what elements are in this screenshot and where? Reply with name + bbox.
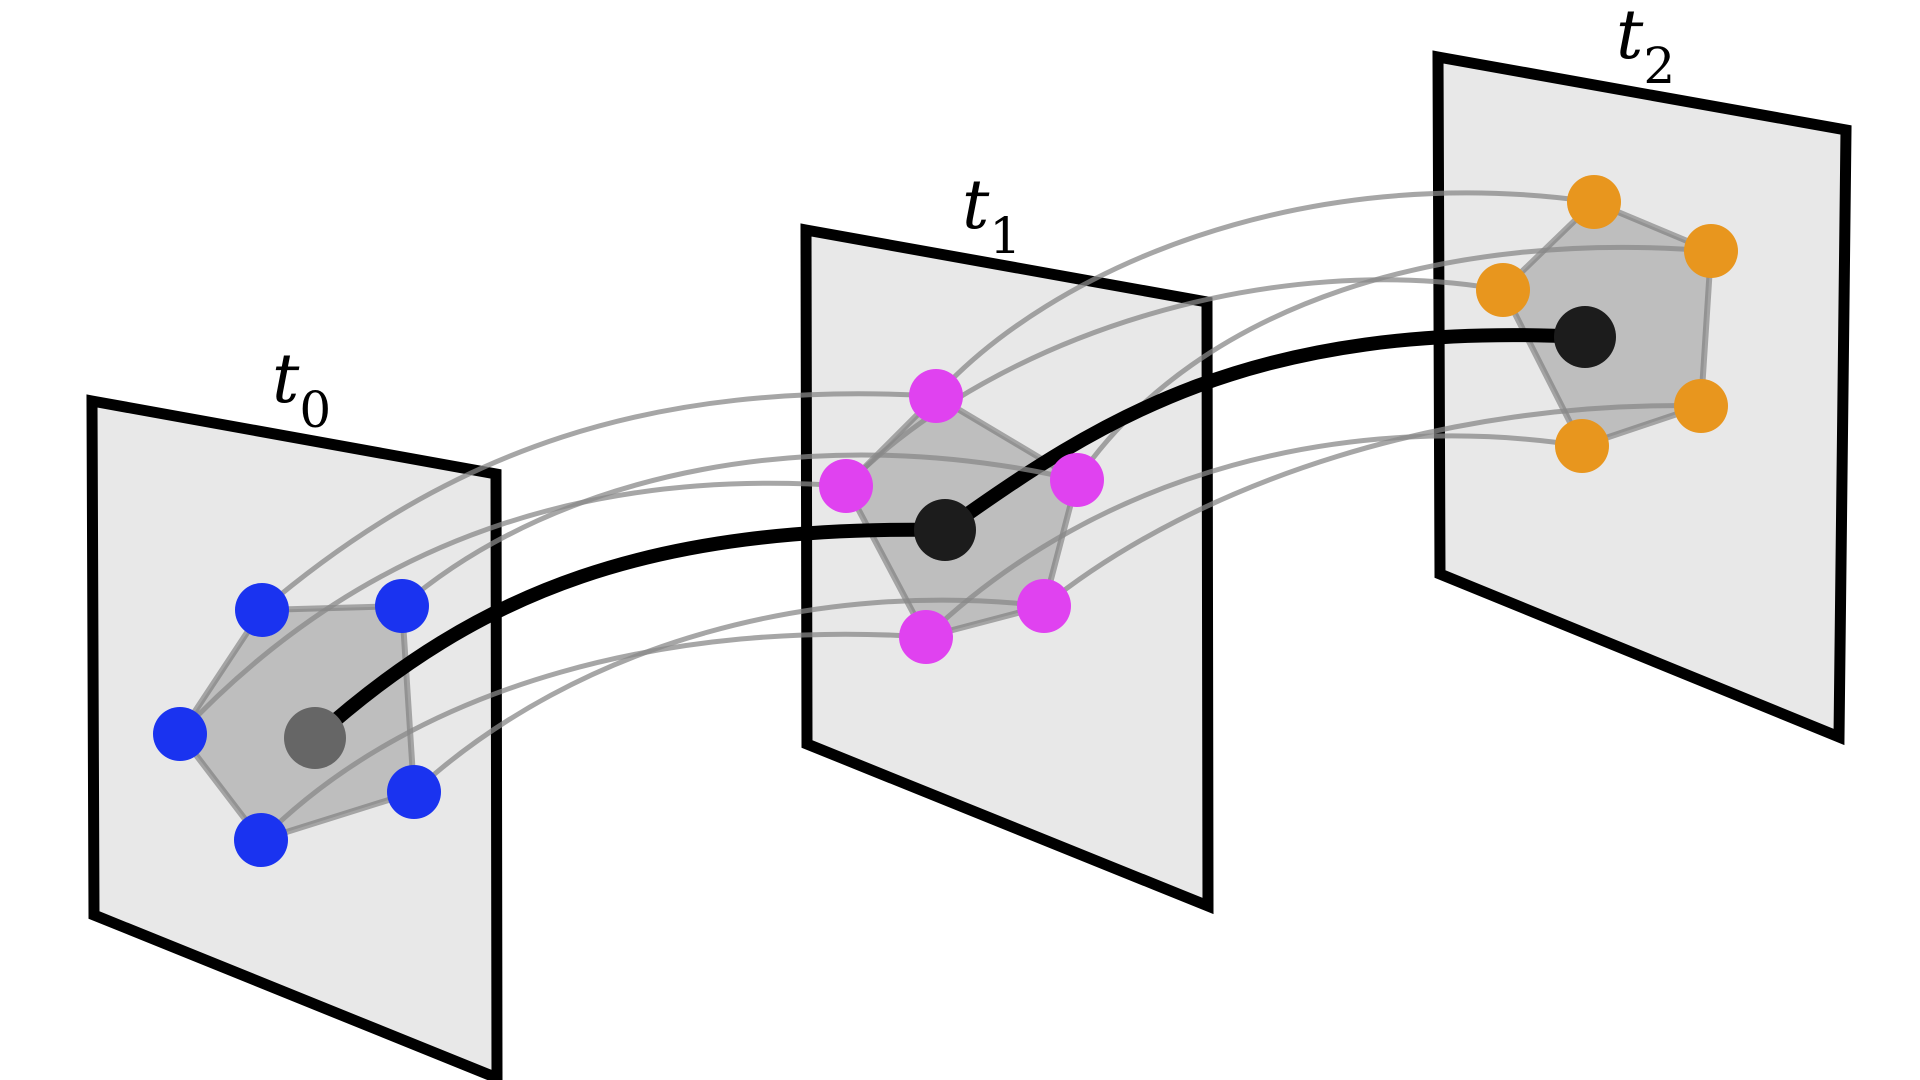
point: [1050, 453, 1104, 507]
point: [387, 765, 441, 819]
point-trail: [178, 480, 847, 736]
point-trail: [1042, 403, 1702, 608]
point: [1017, 579, 1071, 633]
point: [375, 579, 429, 633]
point-trail: [924, 433, 1583, 639]
trails-t0-t1: [178, 391, 1078, 842]
frame-label-base: t: [962, 166, 990, 245]
frame-label-t2: t2: [1616, 0, 1675, 95]
point: [1567, 175, 1621, 229]
point: [234, 813, 288, 867]
point-trail: [844, 277, 1504, 488]
frame-label-t0: t0: [272, 340, 331, 439]
center-point: [914, 499, 976, 561]
points-t0: [153, 579, 441, 867]
point: [153, 707, 207, 761]
point-trail: [260, 391, 937, 612]
point-trail: [259, 631, 927, 842]
center-point: [1554, 306, 1616, 368]
frame-label-subscript: 0: [299, 381, 331, 439]
point-trail: [400, 452, 1078, 608]
center-trajectory: [938, 328, 1592, 537]
point: [899, 610, 953, 664]
center-trajectory: [308, 522, 952, 745]
point: [1674, 379, 1728, 433]
frame-label-subscript: 1: [989, 207, 1021, 265]
frame-label-t1: t1: [962, 166, 1021, 265]
center-point: [284, 707, 346, 769]
point-trail: [934, 190, 1595, 398]
point: [909, 369, 963, 423]
points-t2: [1476, 175, 1738, 473]
point: [1476, 263, 1530, 317]
trails-t1-t2: [844, 190, 1712, 639]
point-trail: [412, 597, 1045, 794]
point: [819, 459, 873, 513]
frame-label-base: t: [1616, 0, 1644, 75]
frame-label-base: t: [272, 340, 300, 419]
frame-label-subscript: 2: [1643, 37, 1675, 95]
point: [1555, 419, 1609, 473]
frame-t2: [1432, 50, 1852, 746]
point: [1684, 224, 1738, 278]
points-t1: [819, 369, 1104, 664]
point: [235, 583, 289, 637]
